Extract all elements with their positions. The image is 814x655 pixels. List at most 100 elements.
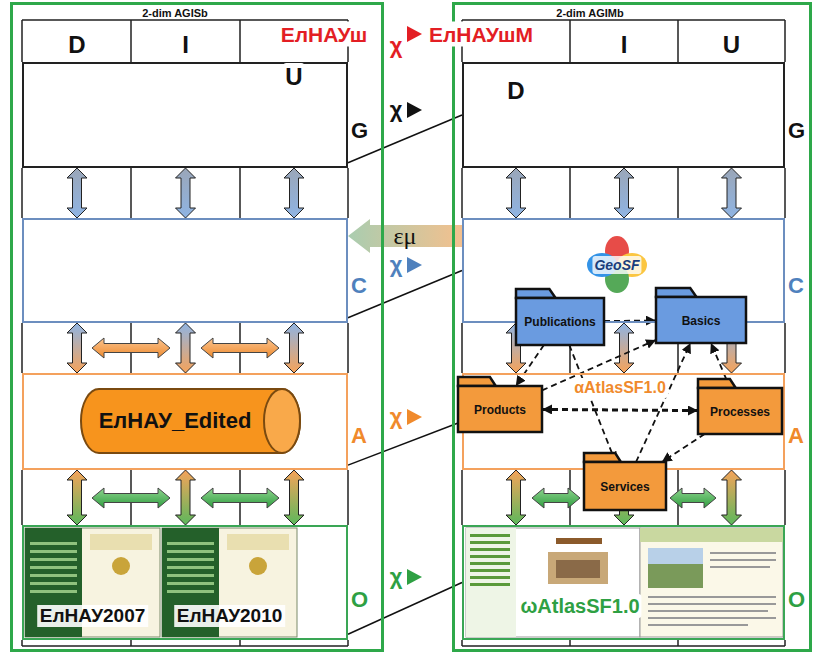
double-arrow <box>670 488 716 508</box>
cylinder-body <box>81 389 300 453</box>
column-line <box>462 20 785 646</box>
screenshot-caption: ЕлНАУ2010 <box>174 605 286 627</box>
text-line <box>710 559 776 561</box>
cylinder-end <box>264 389 300 453</box>
chi-symbol: χ <box>388 97 405 123</box>
folder-tab <box>584 453 621 462</box>
screenshot-thumb: ЕлНАУ2010 <box>162 528 297 637</box>
layer-letter: G <box>788 118 805 144</box>
package-folder: Services <box>584 462 666 510</box>
double-arrow <box>92 338 170 358</box>
layer-letter: A <box>351 423 367 449</box>
folder-body <box>458 386 542 432</box>
atlas-name: αAtlasSF1.0 <box>572 378 668 398</box>
menu-line <box>167 542 214 545</box>
layer-letter: C <box>351 273 367 299</box>
screen-menu <box>466 528 516 637</box>
folder-body <box>516 298 604 345</box>
column-lines <box>22 20 785 646</box>
menu-line <box>167 566 214 569</box>
screen-header <box>556 538 602 544</box>
layer-arrow <box>614 168 634 218</box>
panel-title: 2-dim AGIMb <box>556 7 623 20</box>
double-arrow <box>92 488 170 508</box>
column-header: I <box>180 31 191 59</box>
mapping-triangle <box>407 102 422 118</box>
column-header: D <box>505 77 526 105</box>
menu-line <box>470 583 510 586</box>
mapping-title: ЕлНАУшМ <box>427 22 535 47</box>
edge-label: εμ <box>394 223 417 249</box>
menu-line <box>167 558 214 561</box>
folder-tab <box>656 288 697 297</box>
menu-line <box>470 534 510 537</box>
chi-symbol: χ <box>388 564 405 590</box>
text-line <box>710 552 776 554</box>
text-line <box>648 610 768 612</box>
menu-line <box>30 582 77 585</box>
menu-line <box>30 558 77 561</box>
folder-body <box>656 297 746 343</box>
screen-photo <box>648 548 703 564</box>
text-line <box>648 596 776 598</box>
logo-text: GeoSF <box>592 256 641 274</box>
column-header: I <box>619 31 630 59</box>
mapping-title: ЕлНАУш <box>279 22 370 47</box>
menu-line <box>167 574 214 577</box>
layer-arrow <box>506 168 526 218</box>
layer-arrow <box>284 168 304 218</box>
layer-band: OЕлНАУ2007ЕлНАУ2010 <box>22 525 348 640</box>
dependency-arrow <box>636 343 691 462</box>
layer-letter: G <box>351 118 368 144</box>
screen-header <box>90 534 152 550</box>
layer-arrow <box>67 470 87 525</box>
layer-band: O <box>462 525 785 640</box>
folder-label: Publications <box>524 315 595 330</box>
menu-line <box>470 569 510 572</box>
column-header: D <box>66 31 87 59</box>
menu-line <box>470 562 510 565</box>
layer-letter: O <box>351 587 368 613</box>
chi-symbol: χ <box>388 404 405 430</box>
package-folder: Basics <box>656 297 746 343</box>
text-line <box>710 566 770 568</box>
transfer-arrow <box>348 219 462 253</box>
mapping-triangle <box>407 257 422 273</box>
layer-arrow <box>614 323 634 373</box>
panel-title: 2-dim AGISb <box>142 7 208 20</box>
layer-arrow <box>67 168 87 218</box>
package-folder: Publications <box>516 298 604 345</box>
dependency-arrow <box>569 345 615 462</box>
chi-symbol: χ <box>388 33 405 59</box>
mapping-triangle <box>407 569 422 585</box>
double-arrow <box>201 488 279 508</box>
folder-tab <box>458 377 496 386</box>
screen-frame <box>25 528 160 637</box>
storage-label: ЕлНАУ_Edited <box>99 408 252 434</box>
screen-emblem <box>249 557 267 575</box>
column-header: U <box>721 31 742 59</box>
storage-cylinder: ЕлНАУ_Edited <box>81 388 300 454</box>
folder-body <box>584 462 666 510</box>
screen-image <box>556 560 600 578</box>
atlas-name: ωAtlasSF1.0 <box>518 594 641 618</box>
folder-label: Basics <box>682 314 721 329</box>
screen-emblem <box>112 557 130 575</box>
screen-frame <box>640 528 783 637</box>
menu-line <box>470 541 510 544</box>
menu-line <box>30 590 77 593</box>
layer-arrow <box>722 168 742 218</box>
text-line <box>648 603 776 605</box>
screen-image <box>548 552 608 584</box>
double-arrow <box>201 338 279 358</box>
menu-line <box>30 566 77 569</box>
mapping-triangles <box>407 26 422 585</box>
layer-band: AЕлНАУ_Edited <box>22 373 348 470</box>
layer-letter: O <box>788 587 805 613</box>
panel-frame: 2-dim AGISbGCAЕлНАУ_EditedOЕлНАУ2007ЕлНА… <box>10 2 384 652</box>
text-line <box>648 617 776 619</box>
folder-label: Services <box>600 480 649 495</box>
layer-letter: C <box>788 273 804 299</box>
folder-tab <box>698 379 736 388</box>
